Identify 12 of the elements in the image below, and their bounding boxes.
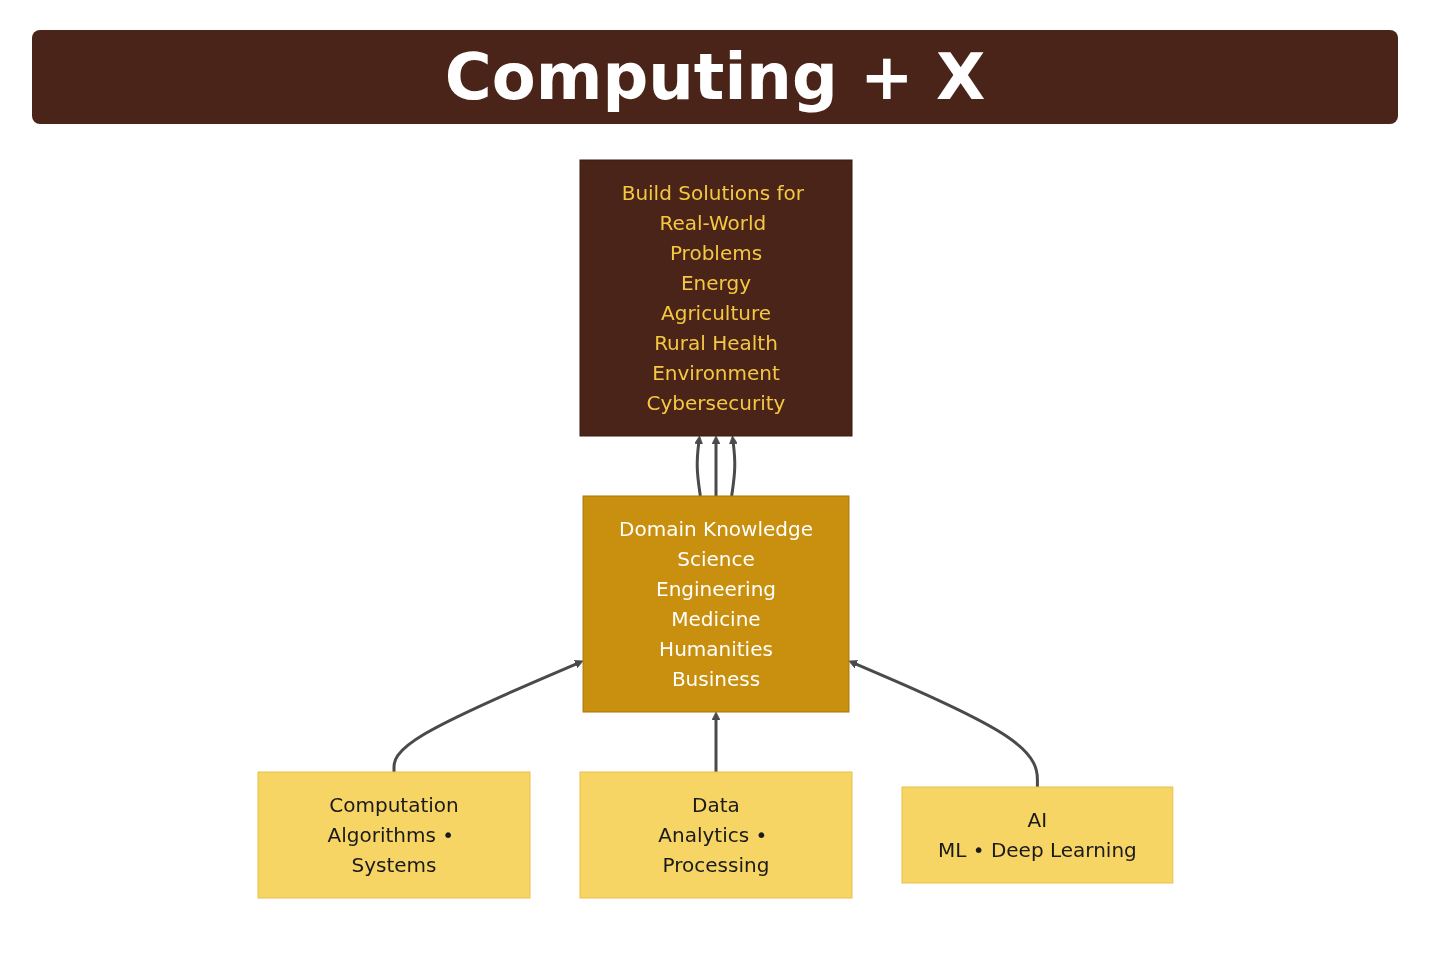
title-banner: Computing + X bbox=[32, 30, 1398, 124]
node-box: Domain Knowledge Science Engineering Medicine Humanities Business bbox=[582, 495, 850, 713]
arrow bbox=[711, 711, 720, 772]
node-box: Build Solutions for Real-World Problems Energy Agriculture Rural Health Environment Cybersecurity bbox=[579, 159, 853, 437]
arrow bbox=[392, 660, 584, 772]
arrow bbox=[848, 660, 1039, 787]
arrow bbox=[728, 435, 738, 497]
arrow bbox=[711, 435, 720, 496]
arrow bbox=[693, 435, 703, 497]
node-box: AI ML • Deep Learning bbox=[901, 786, 1173, 884]
node-box: Computation Algorithms • Systems bbox=[257, 771, 531, 899]
node-box: Data Analytics • Processing bbox=[579, 771, 853, 899]
